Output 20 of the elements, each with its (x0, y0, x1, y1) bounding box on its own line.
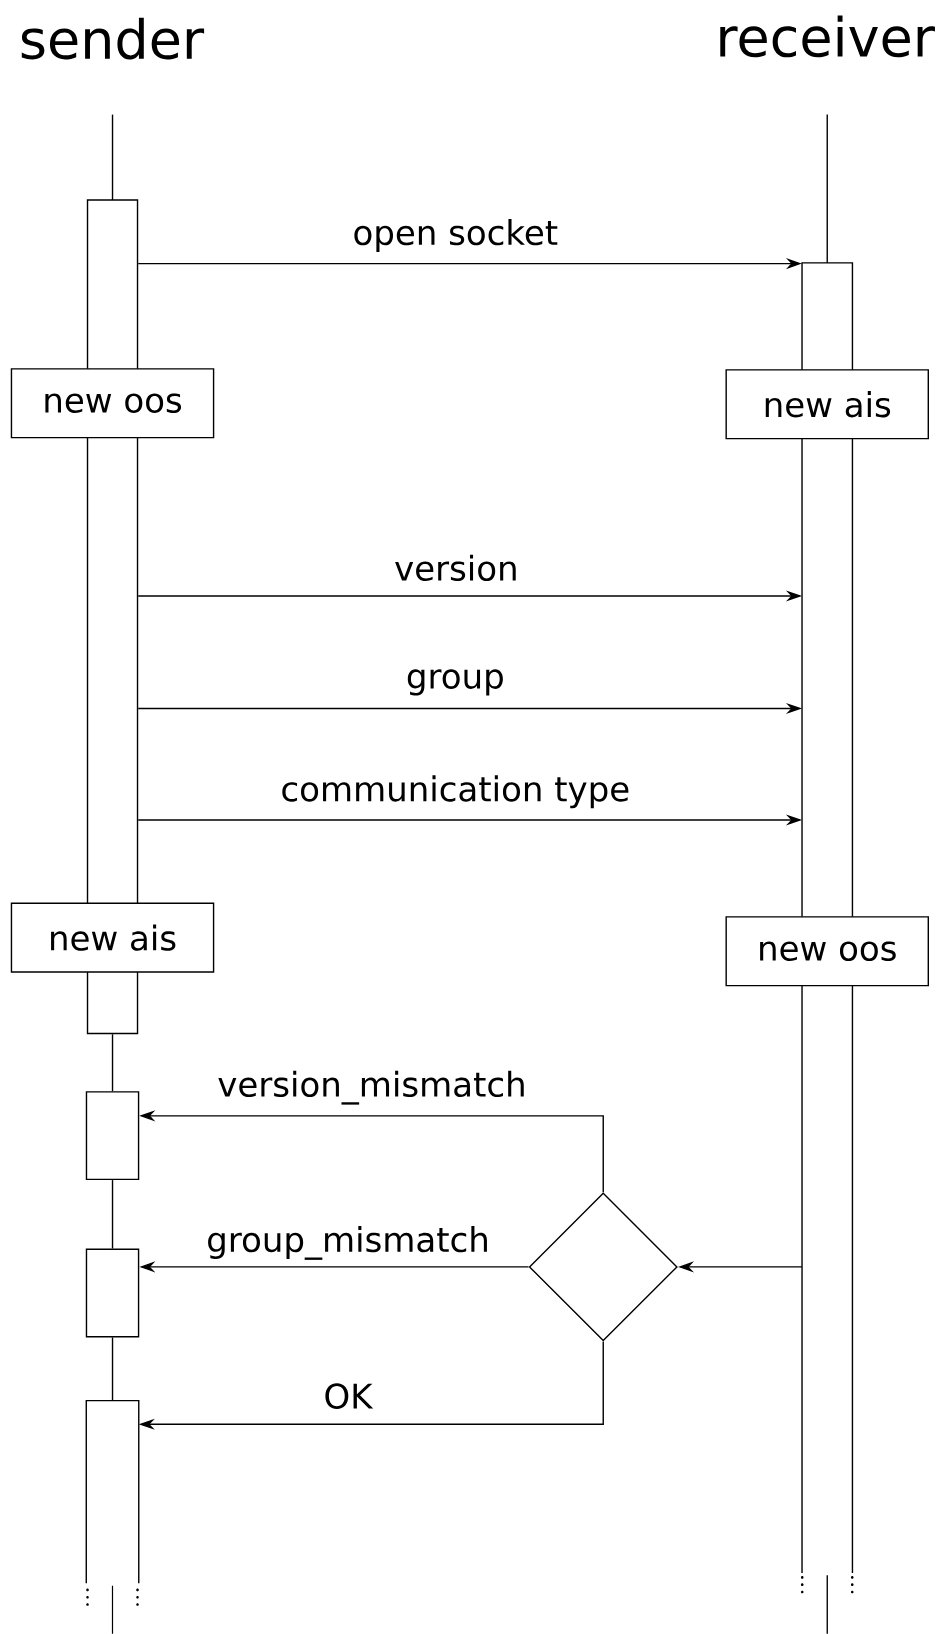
decision-diamond (528, 1192, 678, 1342)
activation-bar (85, 1248, 140, 1338)
lifeline (111, 1033, 114, 1092)
lifeline-title: receiver (720, 15, 935, 58)
edge-label: open socket (351, 218, 560, 253)
activation-bar (85, 1091, 140, 1181)
object-box: new ais (10, 902, 215, 973)
edge-label: group (404, 668, 506, 697)
lifeline-title: sender (21, 17, 205, 60)
edge-label: version_mismatch (216, 1069, 528, 1106)
edge-label: version (393, 553, 520, 582)
lifeline (111, 1336, 114, 1402)
edge-label: group_mismatch (205, 1225, 491, 1261)
edge-label: communication type (279, 774, 632, 810)
lifeline (111, 1179, 114, 1250)
object-box: new oos (10, 368, 215, 439)
edge-label: OK (322, 1382, 374, 1410)
activation-bar (85, 1399, 140, 1584)
object-box: new ais (725, 369, 929, 440)
object-box: new oos (725, 916, 929, 987)
